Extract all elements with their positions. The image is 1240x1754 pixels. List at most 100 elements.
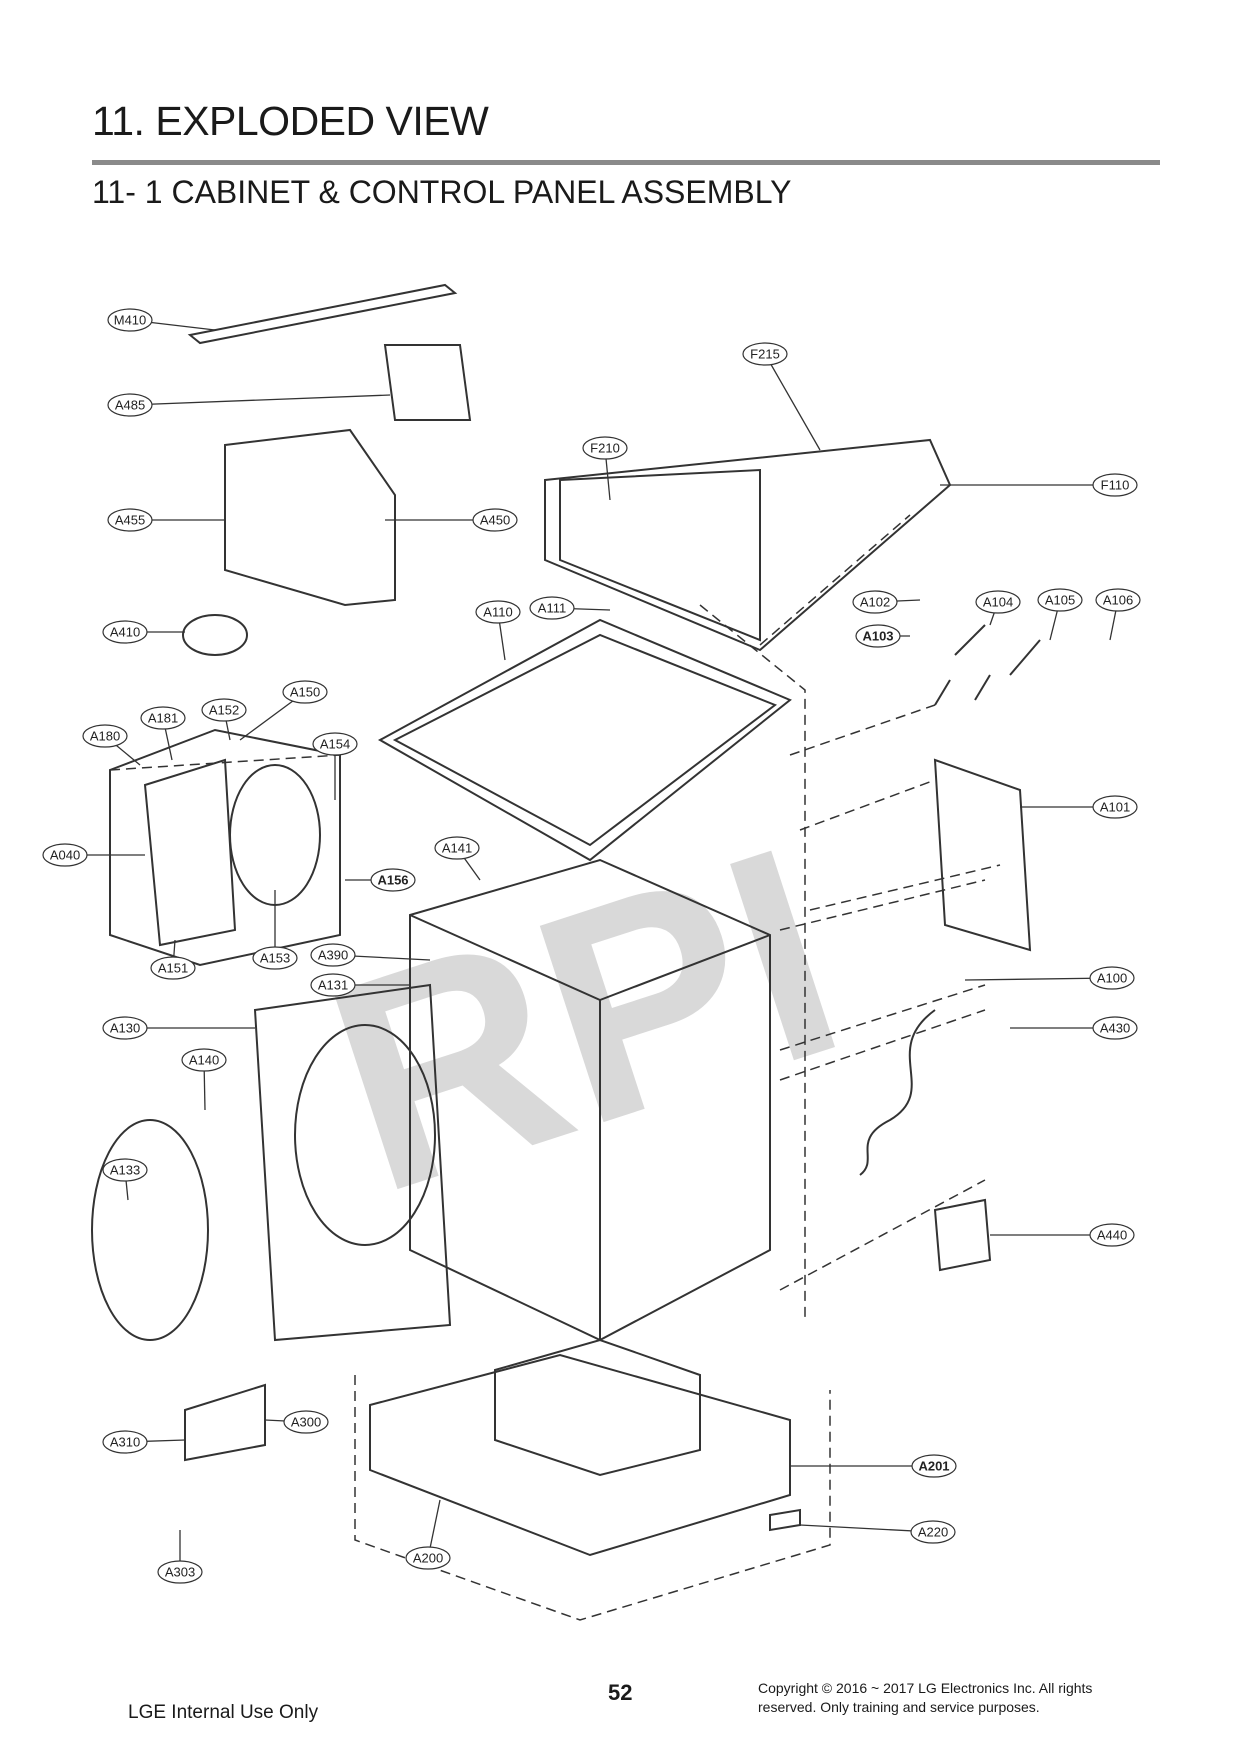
part-code: A101 xyxy=(1100,800,1130,815)
callout-bubble xyxy=(42,843,88,867)
callout-bubble xyxy=(310,943,356,967)
part-code: A131 xyxy=(318,978,348,993)
part-code: A106 xyxy=(1103,593,1133,608)
part-callout-a103: A103 xyxy=(855,624,901,648)
part-code: A105 xyxy=(1045,593,1075,608)
part-callout-a154: A154 xyxy=(312,732,358,756)
part-callout-a101: A101 xyxy=(1092,795,1138,819)
main-pcb xyxy=(224,428,396,607)
callout-bubble xyxy=(855,624,901,648)
footer-internal-use: LGE Internal Use Only xyxy=(128,1702,319,1723)
part-code: A430 xyxy=(1100,1021,1130,1036)
copyright-line-2: reserved. Only training and service purp… xyxy=(758,1699,1040,1715)
part-code: A140 xyxy=(189,1053,219,1068)
valve-a xyxy=(934,679,951,706)
callout-bubble xyxy=(107,308,153,332)
callout-bubble xyxy=(157,1560,203,1584)
base-frame xyxy=(369,1353,791,1557)
part-callout-a100: A100 xyxy=(1089,966,1135,990)
callout-bubble xyxy=(529,596,575,620)
part-callout-a153: A153 xyxy=(252,946,298,970)
part-code: A133 xyxy=(110,1163,140,1178)
part-callout-f210: F210 xyxy=(582,436,628,460)
callout-bubble xyxy=(102,1158,148,1182)
footer-copyright: Copyright © 2016 ~ 2017 LG Electronics I… xyxy=(758,1679,1178,1717)
gasket-clamp xyxy=(91,1119,209,1341)
callout-bubble xyxy=(201,698,247,722)
construction-line-10 xyxy=(759,514,911,646)
noise-filter xyxy=(933,1198,992,1272)
construction-line-7 xyxy=(789,704,936,756)
door-frame xyxy=(109,728,341,967)
part-code: A103 xyxy=(862,629,893,644)
copyright-line-1: Copyright © 2016 ~ 2017 LG Electronics I… xyxy=(758,1680,1093,1696)
part-code: A485 xyxy=(115,398,145,413)
control-panel-housing xyxy=(544,438,952,652)
callout-bubble xyxy=(181,1048,227,1072)
part-code: A153 xyxy=(260,951,290,966)
part-callout-a200: A200 xyxy=(405,1546,451,1570)
callout-bubble xyxy=(140,706,186,730)
callout-bubble xyxy=(82,724,128,748)
callout-bubble xyxy=(102,1016,148,1040)
callout-bubble xyxy=(252,946,298,970)
callout-bubble xyxy=(742,342,788,366)
callout-bubble xyxy=(1092,795,1138,819)
part-callout-a141: A141 xyxy=(434,836,480,860)
part-callout-a201: A201 xyxy=(911,1454,957,1478)
part-code: A111 xyxy=(538,601,566,616)
part-callout-a450: A450 xyxy=(472,508,518,532)
callout-bubble xyxy=(150,956,196,980)
cabinet-top-edge xyxy=(599,934,771,1001)
callout-bubble xyxy=(975,590,1021,614)
part-code: A040 xyxy=(50,848,80,863)
callout-bubble xyxy=(475,600,521,624)
construction-line-6 xyxy=(779,1179,986,1291)
part-callout-a220: A220 xyxy=(910,1520,956,1544)
door-inner-ring xyxy=(229,764,321,906)
callout-bubble xyxy=(472,508,518,532)
callout-bubble xyxy=(102,620,148,644)
cabinet-top-front xyxy=(409,914,601,1001)
filter-cover xyxy=(184,1383,266,1462)
construction-line-1 xyxy=(699,604,806,1320)
part-callout-a390: A390 xyxy=(310,943,356,967)
part-callout-a310: A310 xyxy=(102,1430,148,1454)
part-callout-a111: A111 xyxy=(529,596,575,620)
part-code: A455 xyxy=(115,513,145,528)
part-code: A201 xyxy=(918,1459,949,1474)
part-callout-a131: A131 xyxy=(310,973,356,997)
top-bracket xyxy=(187,283,458,345)
control-panel-front xyxy=(559,468,761,642)
part-code: A303 xyxy=(165,1565,195,1580)
part-callout-a181: A181 xyxy=(140,706,186,730)
callout-bubble xyxy=(1092,473,1138,497)
callout-bubble xyxy=(911,1454,957,1478)
part-callout-a455: A455 xyxy=(107,508,153,532)
part-callout-f110: F110 xyxy=(1092,473,1138,497)
part-callout-a430: A430 xyxy=(1092,1016,1138,1040)
part-code: A200 xyxy=(413,1551,443,1566)
part-code: A110 xyxy=(483,605,512,620)
drain-pump-a xyxy=(954,624,986,656)
front-panel xyxy=(253,983,452,1342)
part-code: A300 xyxy=(291,1415,321,1430)
callout-bubble xyxy=(1089,966,1135,990)
callout-bubble xyxy=(434,836,480,860)
part-code: A141 xyxy=(442,841,472,856)
page-number: 52 xyxy=(608,1680,633,1705)
leader-f215 xyxy=(764,353,821,451)
construction-line-2 xyxy=(354,1375,831,1621)
part-callout-a151: A151 xyxy=(150,956,196,980)
construction-line-9 xyxy=(809,864,1001,911)
door-glass xyxy=(143,758,237,947)
part-code: A104 xyxy=(983,595,1013,610)
part-code: A152 xyxy=(209,703,239,718)
part-callout-a102: A102 xyxy=(852,590,898,614)
part-callout-a133: A133 xyxy=(102,1158,148,1182)
part-callout-a040: A040 xyxy=(42,843,88,867)
part-code: F215 xyxy=(750,347,780,362)
part-code: A150 xyxy=(290,685,320,700)
